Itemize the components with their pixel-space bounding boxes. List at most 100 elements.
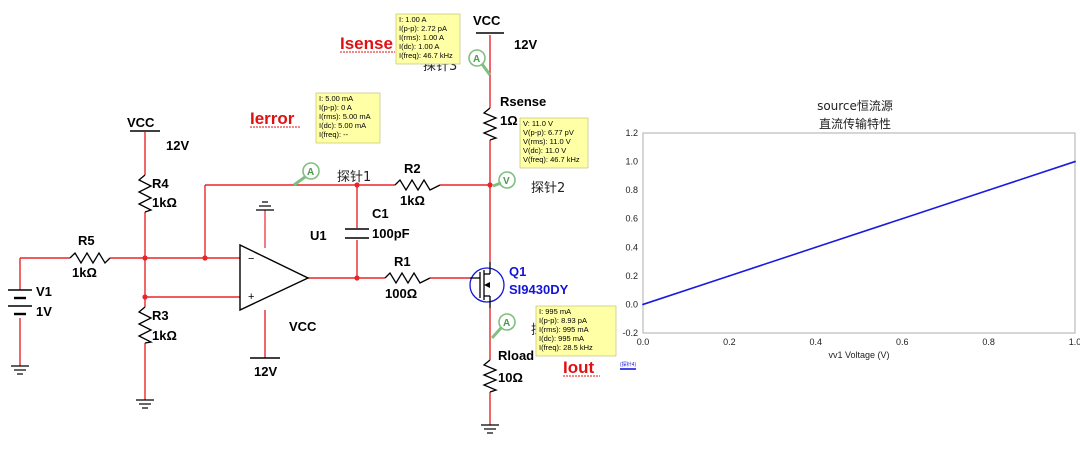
probe-2[interactable]: V 探针2	[492, 171, 565, 196]
vcc-opamp: VCC 12V	[250, 310, 317, 379]
svg-text:I(dc): 5.00 mA: I(dc): 5.00 mA	[319, 121, 366, 130]
svg-text:V(rms): 11.0 V: V(rms): 11.0 V	[523, 137, 571, 146]
series-point	[642, 303, 644, 306]
y-tick-label: 0.4	[625, 242, 638, 252]
svg-text:I(freq): 46.7 kHz: I(freq): 46.7 kHz	[399, 51, 453, 60]
svg-text:A: A	[473, 54, 480, 65]
svg-text:A: A	[503, 318, 510, 329]
y-tick-label: 1.2	[625, 128, 638, 138]
svg-text:I(dc): 995 mA: I(dc): 995 mA	[539, 334, 584, 343]
series-point	[814, 246, 817, 249]
y-tick-label: 0.8	[625, 185, 638, 195]
capacitor-c1[interactable]: C1 100pF	[345, 206, 410, 241]
resistor-r4[interactable]: R4 1kΩ	[137, 174, 177, 213]
rsense-value: 1Ω	[500, 113, 518, 128]
x-axis-label: vv1 Voltage (V)	[828, 350, 889, 360]
x-tick-label: 0.2	[723, 337, 736, 347]
ierror-label: Ierror	[250, 109, 295, 128]
r4-name: R4	[152, 176, 169, 191]
series-points	[642, 160, 1076, 306]
vcc-left-label: VCC	[127, 115, 155, 130]
series-point	[728, 274, 731, 277]
c1-name: C1	[372, 206, 389, 221]
series-point	[901, 217, 904, 220]
svg-text:A: A	[307, 167, 314, 178]
x-tick-label: 0.0	[637, 337, 650, 347]
iout-label: Iout	[563, 358, 594, 377]
r2-value: 1kΩ	[400, 193, 425, 208]
vcc-left-voltage: 12V	[166, 138, 189, 153]
vcc-opamp-voltage: 12V	[254, 364, 277, 379]
resistor-r5[interactable]: R5 1kΩ	[69, 233, 111, 280]
y-tick-label: -0.2	[622, 328, 638, 338]
svg-text:I(dc): 1.00 A: I(dc): 1.00 A	[399, 42, 439, 51]
plot-frame	[642, 132, 1076, 334]
vcc-top: VCC 12V	[473, 13, 537, 52]
q1-name: Q1	[509, 264, 526, 279]
rsense-name: Rsense	[500, 94, 546, 109]
r2-name: R2	[404, 161, 421, 176]
vcc-opamp-label: VCC	[289, 319, 317, 334]
chart: source恒流源 直流传输特性 -0.20.0 0.2 0.4 0.6 0.8 1.0 1…	[620, 99, 1080, 370]
x-axis: 0.0 0.2 0.4 0.6 0.8 1.0	[637, 337, 1080, 347]
vcc-left: VCC 12V	[127, 115, 189, 153]
mosfet-q1[interactable]: Q1 SI9430DY	[469, 262, 569, 308]
y-tick-label: 1.0	[625, 157, 638, 167]
vcc-top-voltage: 12V	[514, 37, 537, 52]
resistor-r3[interactable]: R3 1kΩ	[137, 306, 177, 344]
probe-2-label: 探针2	[531, 181, 565, 196]
x-tick-label: 0.4	[810, 337, 823, 347]
resistor-rsense[interactable]: Rsense 1Ω	[482, 94, 546, 141]
probe-box-isense: I: 1.00 A I(p-p): 2.72 pA I(rms): 1.00 A…	[395, 13, 461, 65]
u1-name: U1	[310, 228, 327, 243]
x-tick-label: 0.6	[896, 337, 909, 347]
svg-text:I(p-p): 2.72 pA: I(p-p): 2.72 pA	[399, 24, 447, 33]
probe-1[interactable]: A 探针1	[293, 162, 371, 187]
r5-value: 1kΩ	[72, 265, 97, 280]
r3-name: R3	[152, 308, 169, 323]
x-tick-label: 0.8	[982, 337, 995, 347]
y-tick-label: 0.6	[625, 214, 638, 224]
svg-text:I: 1.00 A: I: 1.00 A	[399, 15, 427, 24]
junctions	[142, 182, 493, 300]
resistor-rload[interactable]: Rload 10Ω	[482, 348, 534, 393]
svg-text:V: V	[503, 176, 510, 187]
r5-name: R5	[78, 233, 95, 248]
opamp-plus: +	[248, 291, 254, 303]
chart-title-line-2: 直流传输特性	[819, 116, 891, 131]
svg-text:V(p-p): 6.77 pV: V(p-p): 6.77 pV	[523, 128, 574, 137]
svg-text:V(freq): 46.7 kHz: V(freq): 46.7 kHz	[523, 155, 580, 164]
v1-name: V1	[36, 284, 52, 299]
x-tick-label: 1.0	[1069, 337, 1080, 347]
series-point	[987, 189, 990, 192]
svg-text:I(freq): 28.5 kHz: I(freq): 28.5 kHz	[539, 343, 593, 352]
svg-text:I(rms): 1.00 A: I(rms): 1.00 A	[399, 33, 444, 42]
wires	[19, 35, 491, 425]
opamp-u1[interactable]: − + U1	[239, 228, 327, 312]
svg-text:I: 995 mA: I: 995 mA	[539, 307, 571, 316]
resistor-r2[interactable]: R2 1kΩ	[394, 161, 441, 208]
isense-label: Isense	[340, 34, 393, 53]
opamp-minus: −	[248, 253, 254, 265]
r4-value: 1kΩ	[152, 195, 177, 210]
v1-value: 1V	[36, 304, 52, 319]
legend-label: (探针4)	[620, 361, 636, 368]
chart-title-line-1: source恒流源	[817, 99, 893, 113]
series-line	[642, 160, 1076, 306]
r1-name: R1	[394, 254, 411, 269]
voltage-source-v1[interactable]: V1 1V	[8, 284, 52, 319]
svg-text:I(rms): 5.00 mA: I(rms): 5.00 mA	[319, 112, 371, 121]
svg-text:I(freq): --: I(freq): --	[319, 130, 349, 139]
svg-text:I(rms): 995 mA: I(rms): 995 mA	[539, 325, 589, 334]
svg-text:I(p-p): 0 A: I(p-p): 0 A	[319, 103, 352, 112]
r1-value: 100Ω	[385, 286, 417, 301]
y-axis: -0.20.00.20.40.60.81.01.2	[622, 128, 638, 338]
svg-text:I: 5.00 mA: I: 5.00 mA	[319, 94, 353, 103]
c1-value: 100pF	[372, 226, 410, 241]
rload-name: Rload	[498, 348, 534, 363]
series-point	[1074, 160, 1076, 163]
rload-value: 10Ω	[498, 370, 523, 385]
resistor-r1[interactable]: R1 100Ω	[384, 254, 431, 301]
y-tick-label: 0.2	[625, 271, 638, 281]
